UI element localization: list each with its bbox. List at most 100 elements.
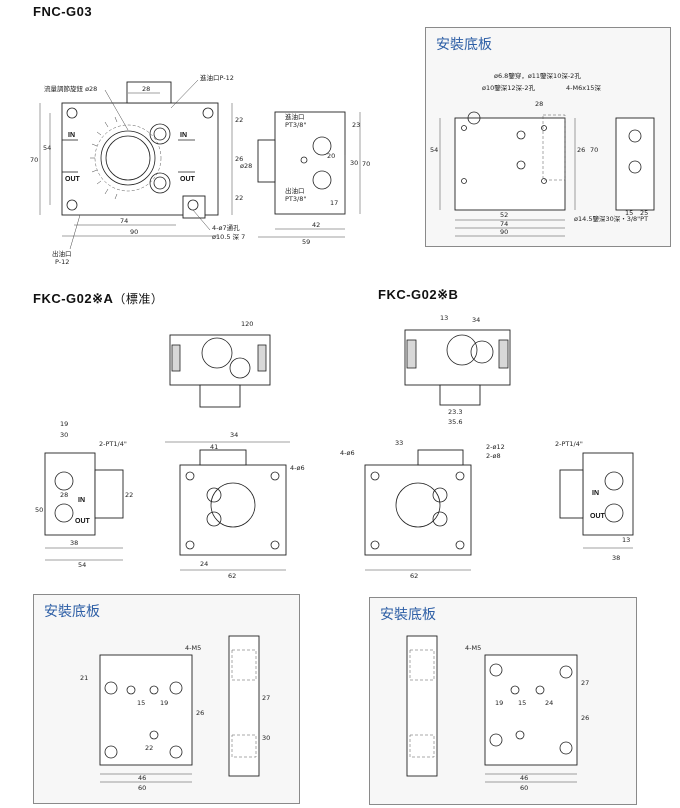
base3-holes-label: 4-M5 <box>465 644 481 652</box>
title-fkc-g02-a-model: FKC-G02※A <box>33 291 114 306</box>
fnc-outlet-label: 出油口 <box>52 249 72 258</box>
fkc-b-dim-38: 38 <box>612 554 620 562</box>
base2-dim-22: 22 <box>145 744 153 752</box>
fnc-side-dim-59: 59 <box>302 238 310 246</box>
fnc-dim-28: 28 <box>142 85 150 93</box>
base-plate-title-top: 安裝底板 <box>436 37 492 53</box>
base1-drawing <box>439 111 655 237</box>
fkc-b-top-view <box>404 329 511 406</box>
fkc-b-dim-62: 62 <box>410 572 418 580</box>
fkc-a-dim-24: 24 <box>200 560 208 568</box>
fkc-a-out-label: OUT <box>75 518 91 525</box>
fnc-inlet-label: 進油口P-12 <box>200 73 234 82</box>
base-plate-title-right: 安裝底板 <box>380 607 436 623</box>
fkc-b-dim-13: 13 <box>622 536 630 544</box>
base3-dim-15: 15 <box>518 699 526 707</box>
base-plate-title-left: 安裝底板 <box>44 604 100 620</box>
fkc-a-dim-34: 34 <box>230 431 238 439</box>
base1-note3: 4-M6x15深 <box>566 83 601 92</box>
fkc-b-dim-34: 34 <box>472 316 480 324</box>
title-fkc-g02-b: FKC-G02※B <box>378 287 459 302</box>
base1-dim-28: 28 <box>535 100 543 108</box>
base2-dim-30: 30 <box>262 734 270 742</box>
fnc-counterbore-label: ø10.5 深 7 <box>212 232 245 241</box>
fkc-b-holes-label: 4-ø6 <box>340 449 355 457</box>
base2-dim-19: 19 <box>160 699 168 707</box>
fkc-a-dim-41: 41 <box>210 443 218 451</box>
base2-dim-15: 15 <box>137 699 145 707</box>
base3-dim-26: 26 <box>581 714 589 722</box>
fnc-side-in-label: 進油口 <box>285 112 305 121</box>
fnc-dim-22-top: 22 <box>235 116 243 124</box>
fkc-a-dim-50: 50 <box>35 506 43 514</box>
base2-dim-27: 27 <box>262 694 270 702</box>
fnc-out-left: OUT <box>65 176 81 183</box>
fkc-a-holes-label: 4-ø6 <box>290 464 305 472</box>
fnc-side-dim-30: 30 <box>350 159 358 167</box>
base1-dim-54: 54 <box>430 146 438 154</box>
base1-dim-25: 25 <box>640 209 648 217</box>
fnc-flow-knob-label: 流量調節旋鈕 ø28 <box>44 84 97 93</box>
base1-dim-90: 90 <box>500 228 508 236</box>
base3-dim-19: 19 <box>495 699 503 707</box>
title-fnc-g03: FNC-G03 <box>33 4 93 19</box>
fkc-b-dim-33: 33 <box>395 439 403 447</box>
base2-dim-46: 46 <box>138 774 146 782</box>
fnc-side-view <box>257 111 361 238</box>
base3-drawing <box>406 635 578 783</box>
base2-dim-60: 60 <box>138 784 146 792</box>
base1-note1: ø6.8鑒穿，ø11鑒深10深-2孔 <box>494 71 581 80</box>
base1-dim-70: 70 <box>590 146 598 154</box>
title-fkc-g02-a: FKC-G02※A（標准） <box>33 290 163 307</box>
fnc-in-right: IN <box>180 132 187 139</box>
fkc-a-dim-22: 22 <box>125 491 133 499</box>
fkc-a-top-view <box>169 334 271 408</box>
fkc-b-dim-phi13: 13 <box>440 314 448 322</box>
fnc-dim-90: 90 <box>130 228 138 236</box>
base2-dim-21: 21 <box>80 674 88 682</box>
fkc-a-dim-30: 30 <box>60 431 68 439</box>
fkc-b-out-label: OUT <box>590 513 606 520</box>
base2-holes-label: 4-M5 <box>185 644 201 652</box>
fkc-b-in-label: IN <box>592 490 599 497</box>
fnc-front-view <box>39 79 233 250</box>
base3-dim-24: 24 <box>545 699 553 707</box>
base1-note2: ø10鑒深12深-2孔 <box>482 83 535 92</box>
fnc-side-in-pt: PT3/8" <box>285 121 306 129</box>
base2-dim-26: 26 <box>196 709 204 717</box>
fkc-a-dim-54: 54 <box>78 561 86 569</box>
fkc-a-dim-62: 62 <box>228 572 236 580</box>
fnc-dim-26: 26 <box>235 155 243 163</box>
fnc-in-left: IN <box>68 132 75 139</box>
base1-note4: ø14.5鑒深30深・3/8"PT <box>574 214 648 223</box>
base2-drawing <box>99 635 260 783</box>
base3-dim-27: 27 <box>581 679 589 687</box>
fkc-a-in-label: IN <box>78 497 85 504</box>
fnc-side-dim-20: 20 <box>327 152 335 160</box>
fnc-side-dim-23: 23 <box>352 121 360 129</box>
fnc-side-out-pt: PT3/8" <box>285 195 306 203</box>
fkc-a-front-view <box>165 441 290 571</box>
fkc-a-dim-38: 38 <box>70 539 78 547</box>
base1-dim-52: 52 <box>500 211 508 219</box>
fnc-holes-label: 4-ø7通孔 <box>212 223 240 232</box>
fnc-dim-70: 70 <box>30 156 38 164</box>
fnc-out-right: OUT <box>180 176 196 183</box>
fkc-b-front-view <box>364 449 472 571</box>
fnc-dim-74: 74 <box>120 217 128 225</box>
fnc-dim-22-bottom: 22 <box>235 194 243 202</box>
fkc-b-dim-23: 23.3 <box>448 408 462 416</box>
fkc-b-side-view <box>559 452 634 549</box>
fnc-dim-54: 54 <box>43 144 51 152</box>
title-fkc-g02-a-note: （標准） <box>113 292 164 306</box>
fkc-b-pt8-label: 2-ø8 <box>486 452 501 460</box>
base3-dim-60: 60 <box>520 784 528 792</box>
fnc-side-dim-phi28: ø28 <box>240 162 252 170</box>
fnc-side-dim-42: 42 <box>312 221 320 229</box>
base1-dim-15: 15 <box>625 209 633 217</box>
base1-dim-74: 74 <box>500 220 508 228</box>
fkc-a-pt-label: 2-PT1/4" <box>99 440 127 448</box>
fkc-a-side-view <box>44 452 124 561</box>
fnc-side-dim-70: 70 <box>362 160 370 168</box>
